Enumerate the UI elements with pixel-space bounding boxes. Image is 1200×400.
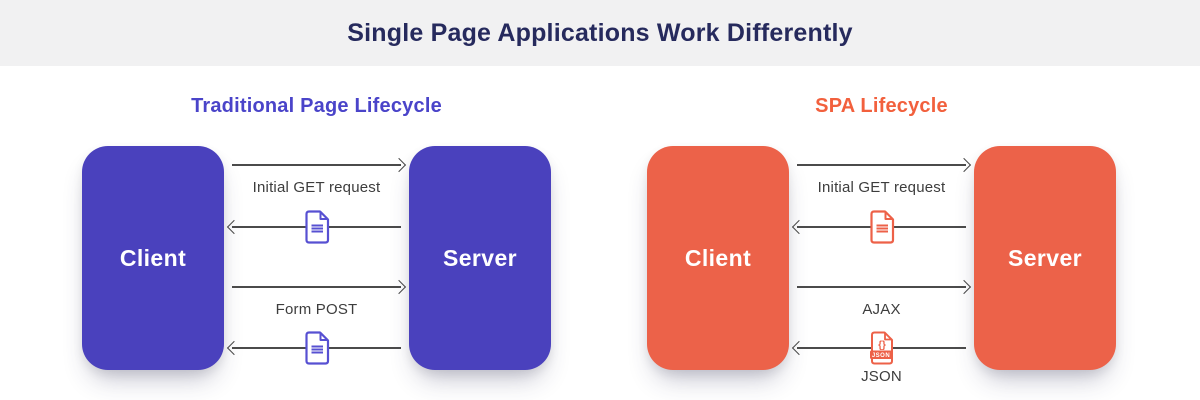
arrow-line xyxy=(797,164,966,166)
flow-label: Initial GET request xyxy=(817,179,946,196)
flow-form-post: Form POST xyxy=(224,275,409,318)
spa-flows: Initial GET request xyxy=(789,146,974,385)
arrowhead-left-icon xyxy=(791,340,807,356)
document-icon xyxy=(302,330,332,366)
json-banner-text: JSON xyxy=(871,353,889,359)
flow-label: JSON xyxy=(861,368,902,385)
flow-label: AJAX xyxy=(862,301,901,318)
flow-html-response xyxy=(224,210,409,244)
spa-lifecycle-heading: SPA Lifecycle xyxy=(815,95,948,117)
arrow-line xyxy=(232,164,401,166)
flow-ajax: AJAX xyxy=(789,275,974,318)
traditional-client-node: Client xyxy=(82,146,224,370)
client-node-label: Client xyxy=(684,244,752,271)
json-file-icon: {} JSON xyxy=(868,330,896,366)
arrow-left xyxy=(789,210,974,244)
server-node-label: Server xyxy=(442,244,518,271)
arrow-left: {} JSON xyxy=(789,331,974,365)
json-braces-glyph: {} xyxy=(878,340,886,351)
page-title: Single Page Applications Work Differentl… xyxy=(347,18,853,47)
arrow-line xyxy=(232,286,401,288)
flow-label: Form POST xyxy=(275,301,358,318)
traditional-flows: Initial GET request xyxy=(224,146,409,370)
traditional-diagram: Client Initial GET request xyxy=(82,146,551,370)
arrowhead-right-icon xyxy=(956,279,972,295)
flow-initial-get-request: Initial GET request xyxy=(224,153,409,196)
arrowhead-right-icon xyxy=(391,157,407,173)
arrow-line xyxy=(797,286,966,288)
flow-html-response xyxy=(789,210,974,244)
arrow-right xyxy=(789,153,974,177)
document-icon xyxy=(302,209,332,245)
spa-diagram: Client Initial GET request xyxy=(647,146,1116,385)
traditional-server-node: Server xyxy=(409,146,551,370)
arrowhead-right-icon xyxy=(391,279,407,295)
flow-label: Initial GET request xyxy=(252,179,381,196)
arrow-right xyxy=(224,275,409,299)
arrow-left xyxy=(224,331,409,365)
spa-client-node: Client xyxy=(647,146,789,370)
arrowhead-left-icon xyxy=(791,219,807,235)
arrow-left xyxy=(224,210,409,244)
arrow-right xyxy=(224,153,409,177)
traditional-lifecycle-heading: Traditional Page Lifecycle xyxy=(191,95,442,117)
server-node-label: Server xyxy=(1007,244,1083,271)
flow-json-response: {} JSON JSON xyxy=(789,331,974,385)
spa-server-node: Server xyxy=(974,146,1116,370)
client-node-label: Client xyxy=(119,244,187,271)
arrow-right xyxy=(789,275,974,299)
flow-html-response-2 xyxy=(224,331,409,365)
arrowhead-left-icon xyxy=(226,219,242,235)
title-bar: Single Page Applications Work Differentl… xyxy=(0,0,1200,66)
arrowhead-left-icon xyxy=(226,340,242,356)
flow-initial-get-request: Initial GET request xyxy=(789,153,974,196)
document-icon xyxy=(867,209,897,245)
arrowhead-right-icon xyxy=(956,157,972,173)
